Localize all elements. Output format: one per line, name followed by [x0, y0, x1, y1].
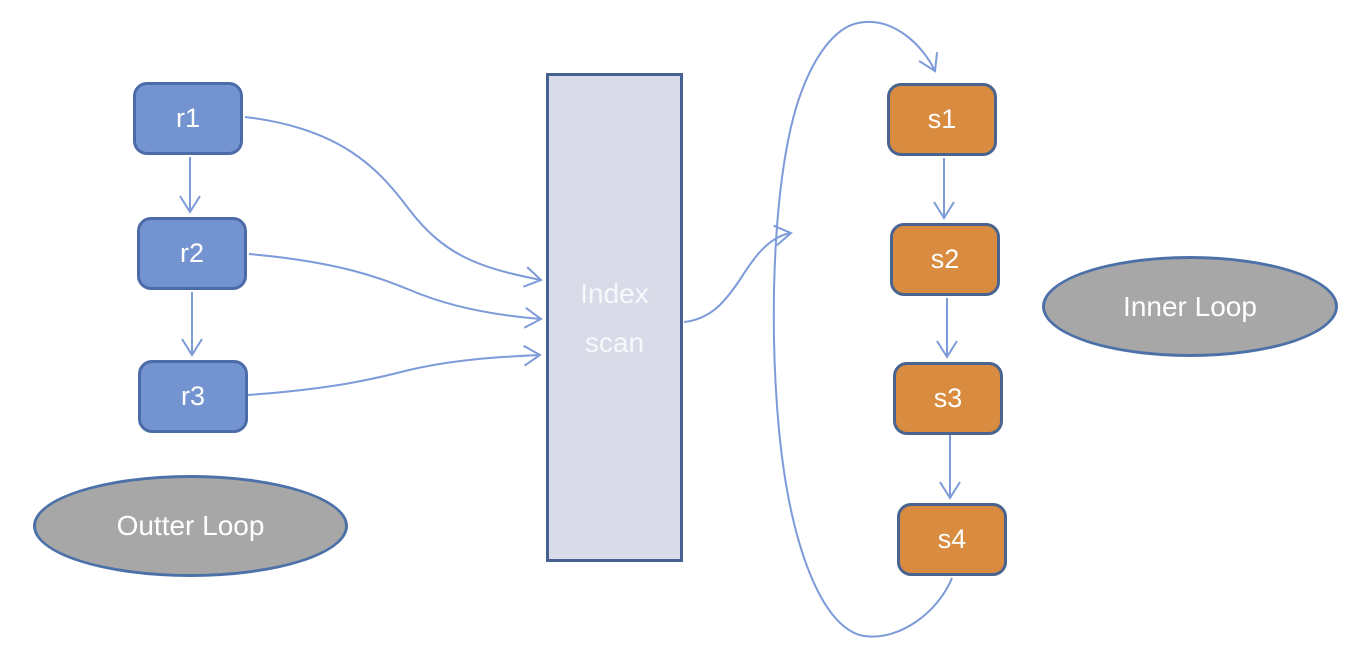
node-s3: s3	[893, 362, 1003, 435]
node-r3-label: r3	[180, 381, 205, 411]
node-s1-label: s1	[927, 104, 957, 134]
node-s2: s2	[890, 223, 1000, 296]
node-r1: r1	[133, 82, 243, 155]
edge-r1-indexscan	[244, 116, 543, 288]
node-s2-label: s2	[930, 244, 960, 274]
node-s4: s4	[897, 503, 1007, 576]
outer-loop-ellipse: Outter Loop	[33, 475, 348, 577]
node-s1: s1	[887, 83, 997, 156]
node-r3: r3	[138, 360, 248, 433]
node-index-scan: Index scan	[546, 73, 683, 562]
edge-indexscan-innerloop	[683, 224, 793, 323]
inner-loop-label: Inner Loop	[1123, 290, 1257, 322]
node-r2: r2	[137, 217, 247, 290]
edge-r3-indexscan	[247, 344, 542, 396]
edge-r2-indexscan	[248, 253, 543, 329]
edge-s4-s1-loop-back	[772, 20, 953, 638]
node-s3-label: s3	[933, 383, 963, 413]
node-r2-label: r2	[179, 238, 204, 268]
index-scan-label: Index scan	[580, 277, 649, 358]
outer-loop-label: Outter Loop	[116, 510, 265, 541]
node-s4-label: s4	[937, 524, 967, 554]
node-r1-label: r1	[175, 103, 200, 133]
inner-loop-ellipse: Inner Loop	[1042, 256, 1338, 357]
